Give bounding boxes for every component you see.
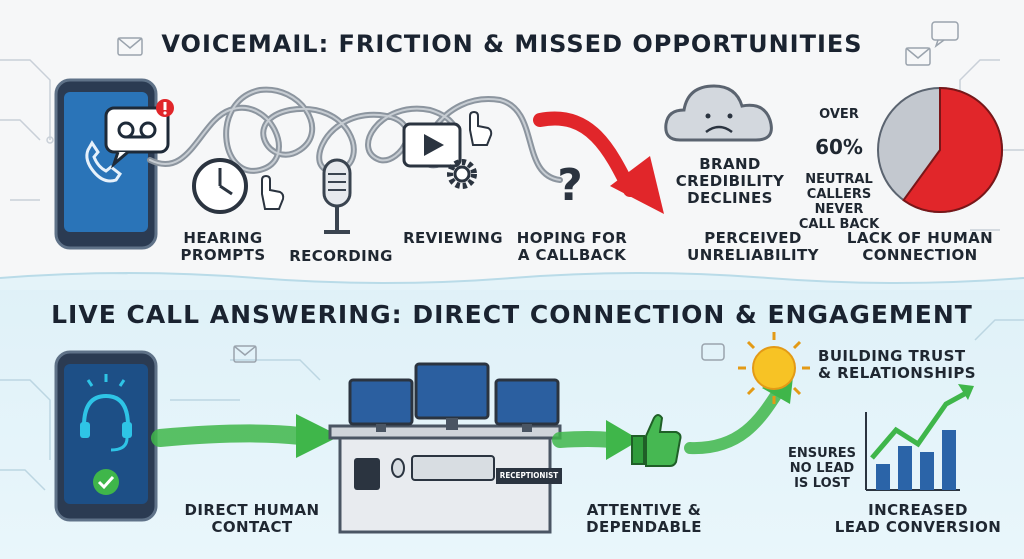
step-hearing-prompts: HEARING PROMPTS (180, 229, 266, 264)
monitor-icon (494, 378, 560, 432)
receptionist-sign: RECEPTIONIST (496, 468, 562, 484)
stat-rest: NEUTRAL CALLERS NEVER CALL BACK (798, 172, 880, 232)
voicemail-bubble-icon (104, 106, 170, 169)
attentive-dependable-text: ATTENTIVE & DEPENDABLE (586, 501, 702, 536)
callers-pie-chart (877, 86, 1003, 213)
perceived-unreliability-text: PERCEIVED UNRELIABILITY (687, 229, 819, 264)
envelope-icon (905, 47, 931, 66)
pointer-hand-icon (261, 174, 285, 210)
microphone-icon (322, 158, 352, 234)
clock-icon (192, 158, 248, 214)
voicemail-panel (0, 0, 1024, 282)
callers-stat: OVER 60% NEUTRAL CALLERS NEVER CALL BACK (796, 92, 882, 232)
sun-icon (738, 332, 810, 404)
step-hoping-callback: HOPING FOR A CALLBACK (516, 229, 628, 264)
envelope-icon (233, 345, 257, 363)
gear-icon (447, 159, 477, 189)
step-recording: RECORDING (289, 247, 393, 265)
pointer-hand-icon (469, 110, 493, 146)
thumbs-up-icon (631, 414, 682, 467)
building-trust-text: BUILDING TRUST & RELATIONSHIPS (818, 347, 976, 382)
green-arrow-to-desk (151, 414, 340, 458)
monitor-icon (348, 378, 414, 432)
brand-credibility-text: BRAND CREDIBILITY DECLINES (675, 155, 785, 207)
green-arrow-to-thumbs (552, 420, 640, 460)
step-reviewing: REVIEWING (403, 229, 503, 247)
sad-cloud-icon (664, 84, 773, 142)
growth-bar-chart (865, 384, 974, 491)
checkmark-icon (93, 469, 119, 495)
mouse-icon (391, 458, 405, 478)
stat-over: OVER (819, 107, 859, 122)
chat-icon (701, 343, 725, 361)
keyboard-icon (411, 455, 495, 481)
stat-value: 60% (815, 135, 863, 159)
alert-icon (156, 99, 174, 117)
question-mark-icon: ? (557, 160, 583, 211)
live-answering-title: LIVE CALL ANSWERING: DIRECT CONNECTION &… (51, 300, 973, 329)
increased-lead-conversion-text: INCREASED LEAD CONVERSION (834, 501, 1002, 536)
tablet-icon (354, 458, 380, 490)
circuit-decoration-bottom (0, 319, 1024, 491)
chat-icon (931, 21, 959, 49)
monitor-icon (414, 362, 490, 430)
phone-voicemail-icon (54, 78, 158, 250)
lack-human-connection-text: LACK OF HUMAN CONNECTION (846, 229, 994, 264)
wave-divider (0, 273, 1024, 290)
envelope-icon (117, 37, 143, 56)
video-player-icon (402, 122, 462, 168)
ensures-no-lead-text: ENSURES NO LEAD IS LOST (788, 446, 856, 491)
voicemail-title: VOICEMAIL: FRICTION & MISSED OPPORTUNITI… (161, 30, 863, 58)
phone-headset-icon (54, 350, 158, 522)
receptionist-desk (328, 362, 562, 534)
direct-human-contact-text: DIRECT HUMAN CONTACT (184, 501, 320, 536)
red-down-arrow (533, 111, 664, 214)
